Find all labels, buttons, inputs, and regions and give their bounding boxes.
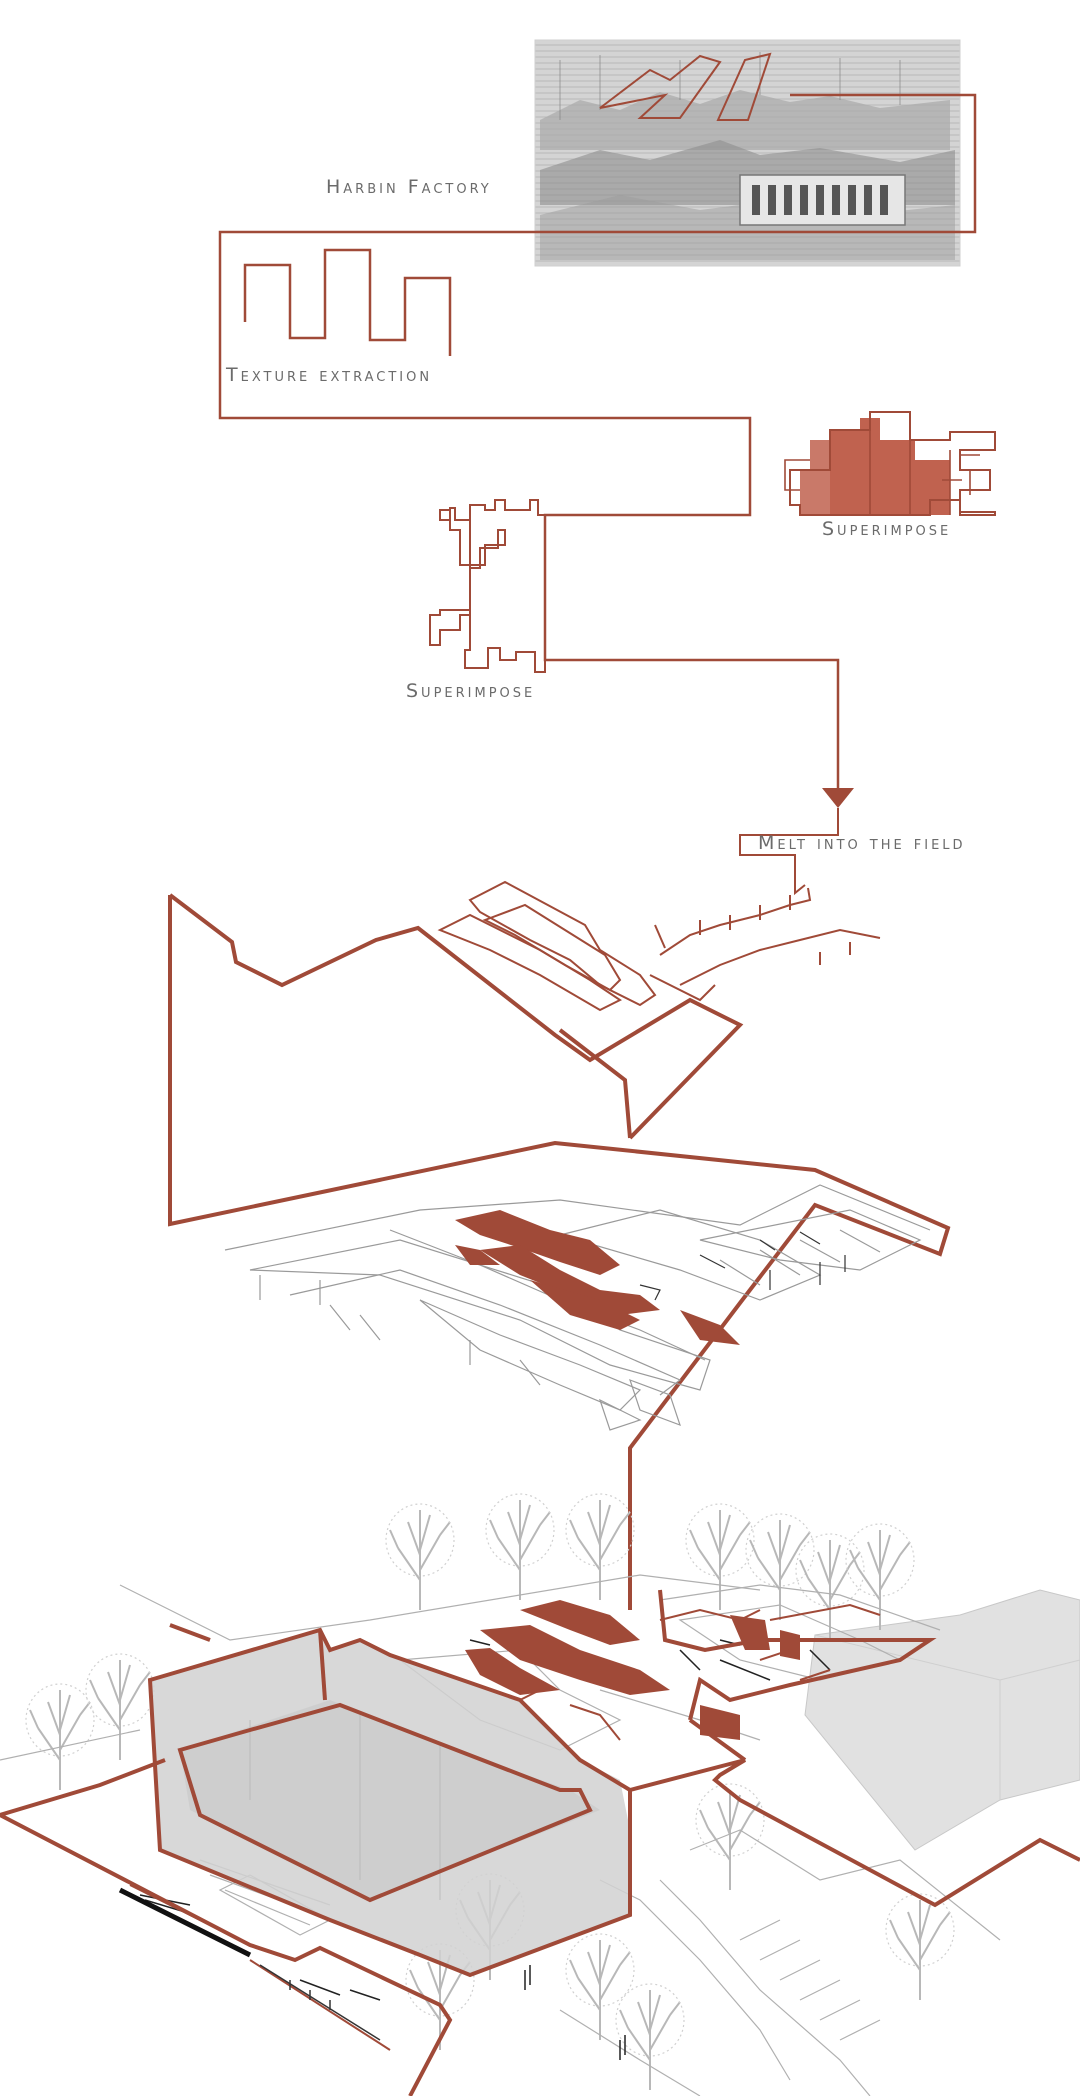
site-lines-lower: [519, 1603, 881, 1741]
label-texture-extraction: Texture extraction: [226, 364, 433, 386]
building-volume-right: [804, 1589, 1080, 1851]
superimpose-glyph-right: [784, 411, 996, 516]
label-superimpose-left: Superimpose: [406, 680, 536, 702]
label-superimpose-right: Superimpose: [822, 518, 952, 540]
texture-wave: [243, 248, 452, 356]
floor-plan-middle: [224, 1184, 931, 1431]
label-harbin-factory: Harbin Factory: [326, 176, 492, 198]
building-volume-main: [150, 1630, 630, 1975]
arrow-down-icon: [822, 788, 854, 808]
field-lines-upper: [437, 880, 881, 1012]
label-melt-into-field: Melt into the field: [758, 832, 966, 854]
melt-connector: [739, 808, 839, 896]
flow-line-1: [218, 93, 977, 790]
factory-photo: [534, 39, 961, 267]
field-outline-upper: [168, 893, 951, 1610]
site-bottom-left-strip: [118, 1884, 391, 2051]
superimpose-glyph-left: [429, 499, 546, 673]
